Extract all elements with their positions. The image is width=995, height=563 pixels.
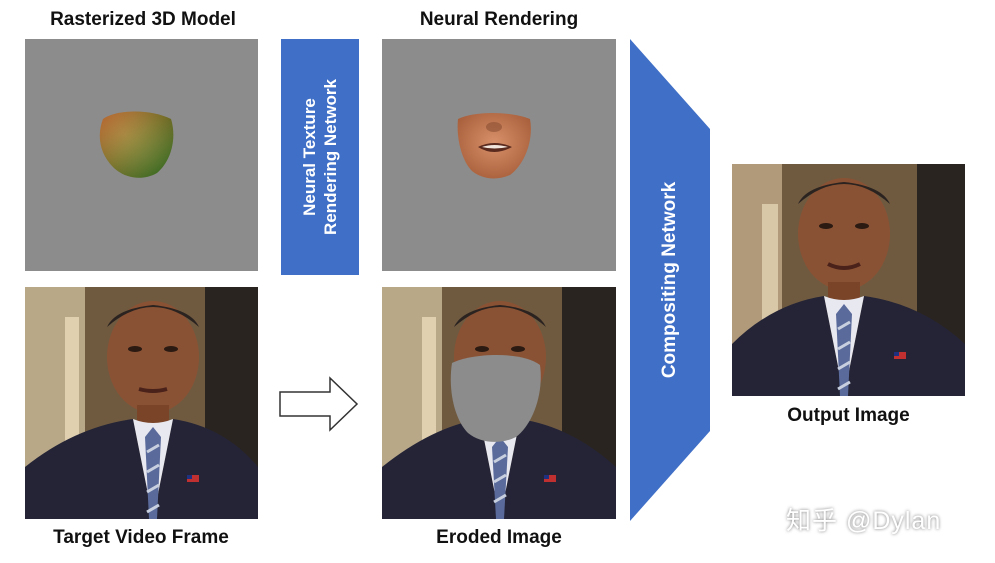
neural-texture-label-line2: Rendering Network: [321, 79, 340, 235]
right-arrow-icon: [279, 376, 359, 432]
eroded-face-mask: [450, 355, 541, 442]
caption-neural-rendering: Neural Rendering: [419, 9, 579, 30]
caption-eroded-image: Eroded Image: [436, 527, 562, 548]
output-image-panel: [732, 164, 965, 396]
neural-texture-label-line1: Neural Texture: [300, 98, 319, 216]
output-person-photo: [732, 164, 965, 396]
compositing-network-trapezoid: [630, 39, 710, 521]
neural-texture-rendering-network-box: Neural Texture Rendering Network: [281, 39, 359, 275]
caption-rasterized-3d-model: Rasterized 3D Model: [50, 9, 236, 30]
rasterized-model-panel: [25, 39, 258, 271]
target-video-frame-panel: [25, 287, 258, 519]
neural-rendering-panel: [382, 39, 616, 271]
eroded-image-panel: [382, 287, 616, 519]
target-person-photo: [25, 287, 258, 519]
compositing-network-label: Compositing Network: [659, 181, 680, 379]
watermark-text: 知乎 @Dylan: [786, 507, 942, 535]
neural-rendered-face: [457, 113, 531, 179]
neural-texture-network-label: Neural Texture Rendering Network: [299, 39, 341, 275]
caption-target-video-frame: Target Video Frame: [53, 527, 229, 548]
caption-output-image: Output Image: [787, 405, 910, 426]
rasterized-face-mesh: [99, 111, 174, 178]
eroded-person-photo: [382, 287, 616, 519]
